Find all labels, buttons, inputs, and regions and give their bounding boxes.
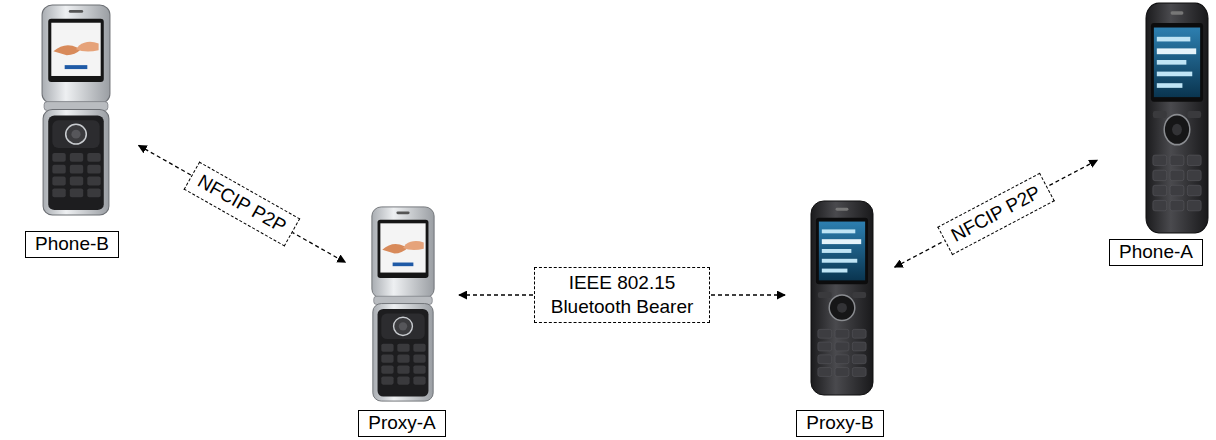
link-label: NFCIP P2P (947, 180, 1045, 247)
flip-phone (372, 207, 434, 401)
dashed-link (459, 294, 785, 295)
device-label: Phone-A (1109, 239, 1203, 266)
device-node: Phone-B (8, 2, 136, 258)
bar-phone (811, 201, 873, 395)
device-label: Phone-B (25, 231, 119, 258)
link-label-box: NFCIP P2P (937, 173, 1054, 255)
bar-phone (1146, 3, 1208, 233)
device-node: Proxy-A (348, 203, 456, 437)
flip-phone (42, 5, 110, 215)
link-label-box: NFCIP P2P (184, 162, 300, 247)
dashed-link (895, 160, 1098, 267)
device-node: Proxy-B (788, 198, 892, 437)
device-node: Phone-A (1100, 0, 1212, 266)
link-label-box: IEEE 802.15 Bluetooth Bearer (534, 267, 710, 323)
link-label: NFCIP P2P (194, 169, 291, 238)
device-label: Proxy-A (358, 410, 446, 437)
link-label: IEEE 802.15 Bluetooth Bearer (543, 271, 701, 319)
device-label: Proxy-B (796, 410, 884, 437)
dashed-link (139, 145, 346, 262)
